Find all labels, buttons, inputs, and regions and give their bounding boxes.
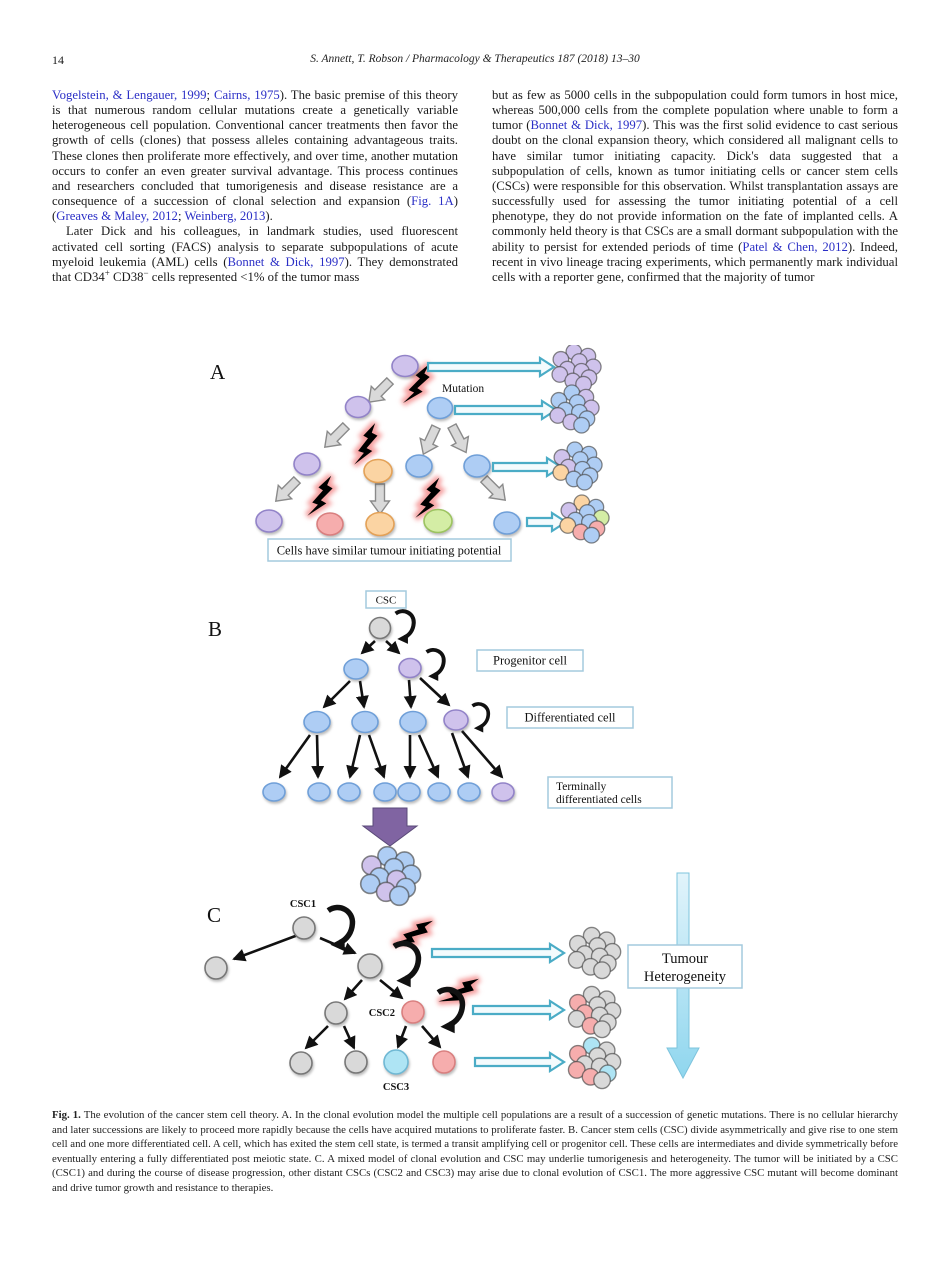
tumour-cluster-blue-purple xyxy=(549,384,600,434)
mutation-label: Mutation xyxy=(442,383,484,395)
csc-box xyxy=(365,590,407,609)
differentiated-label: Differentiated cell xyxy=(524,711,616,725)
citation-link[interactable]: Vogelstein, & Lengauer, 1999 xyxy=(52,88,207,102)
text-run: ). xyxy=(265,209,273,224)
tumour-cluster-csc-model xyxy=(359,845,422,907)
terminally-box xyxy=(547,776,673,809)
figure-caption-lead: Fig. 1. xyxy=(52,1109,81,1121)
citation-link[interactable]: Fig. 1A xyxy=(411,194,454,209)
superscript: + xyxy=(104,267,110,278)
similar-potential-label: Cells have similar tumour initiating pot… xyxy=(277,544,502,558)
tumour-heterogeneity-line2: Heterogeneity xyxy=(644,969,727,985)
panel-b-label: B xyxy=(208,617,222,641)
citation-link[interactable]: Patel & Chen, 2012 xyxy=(742,239,848,254)
page-number: 14 xyxy=(52,53,64,67)
csc3-label: CSC3 xyxy=(383,1082,409,1093)
tumour-cluster-purple xyxy=(551,345,602,393)
text-run: CD38 xyxy=(109,269,144,284)
progenitor-box xyxy=(476,649,584,672)
self-renewal-arrow xyxy=(470,702,491,735)
text-run: but as few as 5000 cells in the subpopul… xyxy=(492,88,898,133)
text-run: ) ( xyxy=(52,194,458,224)
differentiation-arrows xyxy=(278,640,504,779)
self-renewal-arrow xyxy=(396,611,414,644)
citation-link[interactable]: Weinberg, 2013 xyxy=(184,209,266,224)
csc1-label: CSC1 xyxy=(290,899,316,910)
text-run: ). This was the first solid evidence to … xyxy=(492,118,898,254)
tumour-formation-arrows xyxy=(430,941,567,1074)
tumour-cluster-mixed-2 xyxy=(559,494,610,544)
panel-b-cells xyxy=(262,616,515,802)
page-header: 14 S. Annett, T. Robson / Pharmacology &… xyxy=(52,53,898,69)
paragraph: Later Dick and his colleagues, in landma… xyxy=(52,224,458,285)
csc-label: CSC xyxy=(376,595,397,607)
self-renewal-arrow xyxy=(328,908,352,952)
terminally-label-line2: differentiated cells xyxy=(556,794,642,806)
text-run: ). They demonstrated that CD34 xyxy=(52,254,458,284)
tumour-cluster-gray-pink xyxy=(567,985,622,1039)
division-arrows xyxy=(268,373,513,515)
citation-link[interactable]: Bonnet & Dick, 1997 xyxy=(227,254,345,269)
similar-potential-box xyxy=(267,538,512,562)
differentiated-box xyxy=(506,706,634,729)
figure-1-diagram: A Mutation xyxy=(204,345,743,1093)
citation-link[interactable]: Greaves & Maley, 2012 xyxy=(56,209,178,224)
text-run: ; xyxy=(177,209,185,224)
figure-caption: Fig. 1. The evolution of the cancer stem… xyxy=(52,1108,898,1196)
citation-link[interactable]: Bonnet & Dick, 1997 xyxy=(530,118,643,133)
text-run: Later Dick and his colleagues, in landma… xyxy=(52,224,458,269)
running-head: S. Annett, T. Robson / Pharmacology & Th… xyxy=(310,53,640,65)
tumour-heterogeneity-box xyxy=(627,944,743,989)
text-run: ; xyxy=(206,88,214,102)
panel-c-mixed-model: C xyxy=(204,872,743,1093)
tumour-cluster-mixed-1 xyxy=(552,441,603,491)
tumour-heterogeneity-line1: Tumour xyxy=(662,951,708,967)
self-renewal-arrow xyxy=(394,944,418,988)
text-run: cells represented <1% of the tumor mass xyxy=(148,269,360,284)
terminally-label-line1: Terminally xyxy=(556,781,607,793)
panel-b-csc-hierarchy: B CSC xyxy=(208,590,673,907)
panel-a-cells xyxy=(255,354,521,537)
figure-caption-text: The evolution of the cancer stem cell th… xyxy=(52,1109,898,1194)
left-column: Vogelstein, & Lengauer, 1999; Cairns, 19… xyxy=(52,88,458,285)
panel-a-clonal-evolution: A Mutation xyxy=(210,345,610,562)
panel-c-cells xyxy=(204,916,456,1075)
panel-c-label: C xyxy=(207,903,221,927)
self-renewal-arrow xyxy=(424,647,446,683)
csc2-label: CSC2 xyxy=(369,1008,395,1019)
panel-a-label: A xyxy=(210,360,226,384)
tumour-cluster-gray-pink-cyan xyxy=(567,1036,622,1090)
right-column: but as few as 5000 cells in the subpopul… xyxy=(492,88,898,285)
paragraph: Vogelstein, & Lengauer, 1999; Cairns, 19… xyxy=(52,88,458,224)
citation-link[interactable]: Cairns, 1975 xyxy=(213,88,280,102)
paragraph: but as few as 5000 cells in the subpopul… xyxy=(492,88,898,285)
progenitor-label: Progenitor cell xyxy=(493,654,567,668)
superscript: − xyxy=(143,267,149,278)
clonal-division-arrows xyxy=(232,933,442,1050)
tumour-cluster-gray xyxy=(567,926,622,980)
text-run: ). Indeed, recent in vivo lineage tracin… xyxy=(492,239,898,284)
tumour-growth-arrow xyxy=(361,807,419,847)
text-run: ). The basic premise of this theory is t… xyxy=(52,88,459,209)
